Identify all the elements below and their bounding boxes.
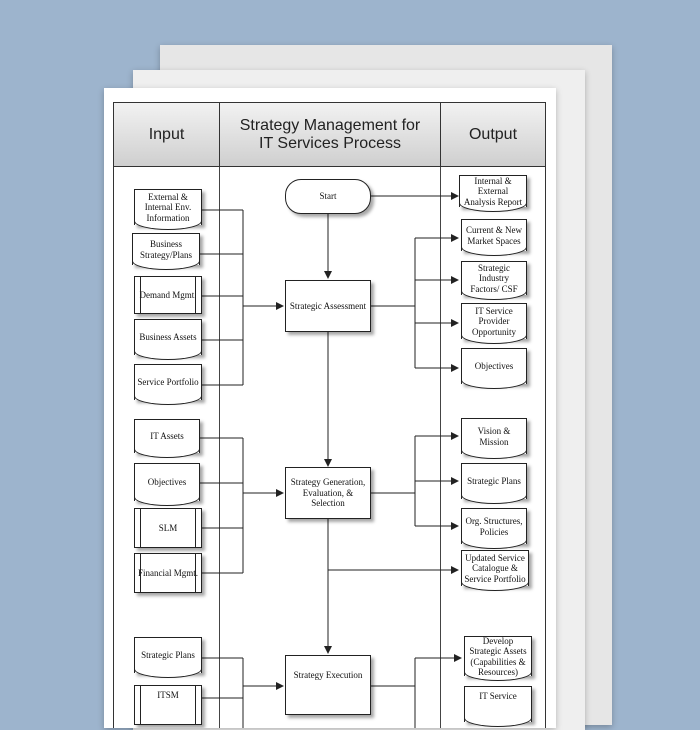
output-strategic-industry-factors: Strategic Industry Factors/ CSF [461, 261, 527, 300]
input-business-assets: Business Assets [134, 319, 202, 360]
input-strategic-plans: Strategic Plans [134, 637, 202, 678]
lane-divider-left [219, 167, 220, 728]
input-itsm: ITSM [134, 685, 202, 725]
input-slm: SLM [134, 508, 202, 548]
input-business-strategy: Business Strategy/Plans [132, 233, 200, 270]
output-objectives: Objectives [461, 348, 527, 389]
output-strategic-plans: Strategic Plans [461, 463, 527, 504]
output-develop-strategic-assets: Develop Strategic Assets (Capabilities &… [464, 636, 532, 681]
output-updated-service-catalogue: Updated Service Catalogue & Service Port… [461, 550, 529, 591]
swimlane-frame [113, 102, 546, 728]
output-it-service-provider-opportunity: IT Service Provider Opportunity [461, 303, 527, 344]
output-org-structures: Org. Structures, Policies [461, 508, 527, 549]
start-terminal: Start [285, 179, 371, 214]
strategic-assessment-step: Strategic Assessment [285, 280, 371, 332]
input-objectives: Objectives [134, 463, 200, 506]
input-demand-mgmt: Demand Mgmt. [134, 276, 202, 314]
strategy-execution-step: Strategy Execution [285, 655, 371, 715]
output-header: Output [440, 102, 546, 167]
flowchart-page: Input Strategy Management for IT Service… [104, 88, 556, 728]
strategy-generation-step: Strategy Generation, Evaluation, & Selec… [285, 467, 371, 519]
output-it-service: IT Service [464, 686, 532, 727]
output-vision-mission: Vision & Mission [461, 418, 527, 459]
output-analysis-report: Internal & External Analysis Report [459, 175, 527, 212]
process-title-header: Strategy Management for IT Services Proc… [219, 102, 441, 167]
input-financial-mgmt: Financial Mgmt. [134, 553, 202, 593]
input-it-assets: IT Assets [134, 419, 200, 458]
lane-divider-right [440, 167, 441, 728]
output-market-spaces: Current & New Market Spaces [461, 219, 527, 256]
input-external-internal-env: External & Internal Env. Information [134, 189, 202, 230]
connector-lines [200, 192, 462, 728]
input-service-portfolio: Service Portfolio [134, 364, 202, 405]
